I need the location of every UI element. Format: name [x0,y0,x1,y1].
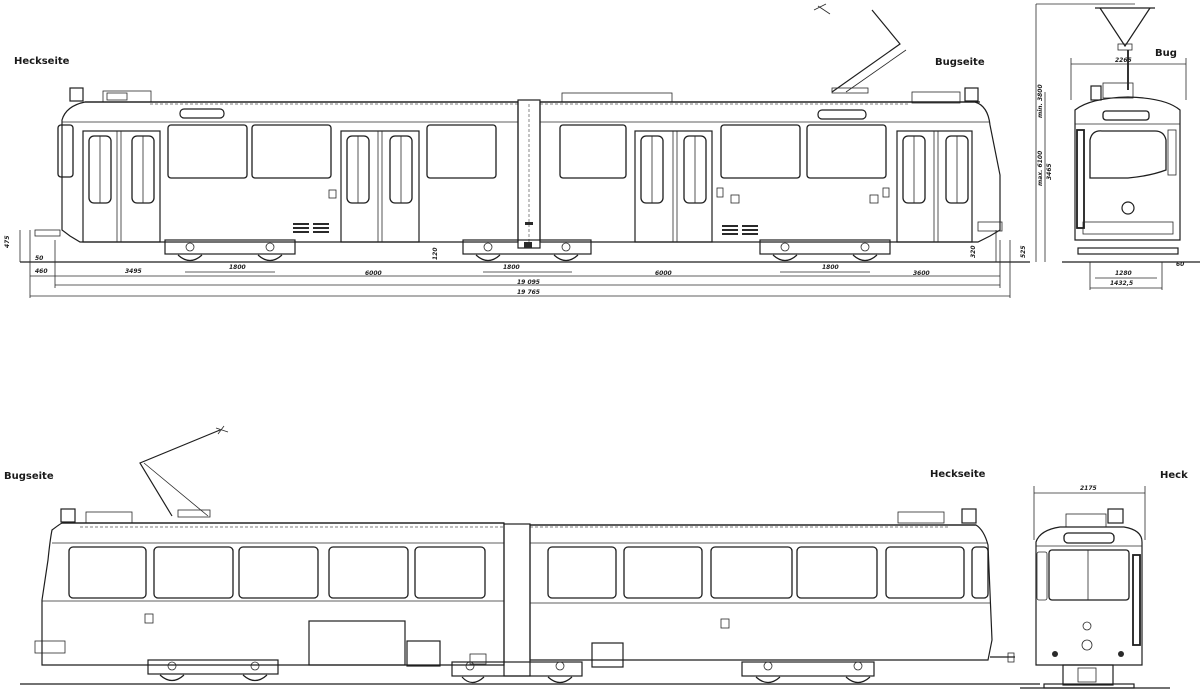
underfloor-equipment-box [308,620,406,666]
ventilation-grille [293,223,329,233]
dim-length-over-body: 19 095 [517,279,540,286]
rear-car-body [529,524,993,661]
window [328,546,409,599]
window [153,546,234,599]
bug-label: Bug [1155,48,1177,59]
rear-end-view [1020,486,1170,689]
heckseite-label-bottom: Heckseite [930,469,986,480]
front-car-body [41,522,505,666]
dim-roof-height: 3465 [1046,163,1053,180]
window [414,546,486,599]
front-car-body [539,101,1001,243]
front-coupler [977,221,1003,232]
bogie-front [147,659,279,682]
roof-equipment-box-front [911,91,961,104]
dim-track-gauge-inner: 1280 [1115,270,1132,277]
roof-headlamp-front [964,87,979,102]
coupler-socket [1081,639,1093,651]
bogie-front [759,239,891,262]
window [251,124,332,179]
dim-right-height-1: 320 [970,245,977,258]
window [885,546,965,599]
bogie-rear [164,239,296,262]
dimension-lines-top [19,230,1011,298]
rear-car-body [61,101,519,243]
dim-end-to-bogie: 3495 [125,268,142,275]
dim-bogie-wheelbase-1: 1800 [229,264,246,271]
pantograph-bottom [139,425,229,518]
top-tram-side-view [19,3,1030,298]
window [559,124,627,179]
bogie-rear [741,661,875,684]
side-mirror [1076,129,1085,229]
articulation-joint [503,523,531,677]
roof-panel [561,92,673,103]
door-pair-2 [340,130,420,243]
heckseite-label-top: Heckseite [14,56,70,67]
dim-rear-width: 2175 [1080,485,1097,492]
window [238,546,319,599]
dim-bogie-wheelbase-2: 1800 [503,264,520,271]
dim-bogie-to-end: 3600 [913,270,930,277]
window [623,546,703,599]
bugseite-label-top: Bugseite [935,57,985,68]
dim-track-gauge: 1432,5 [1110,280,1134,287]
window [796,546,878,599]
window [720,124,801,179]
rear-coupler [34,229,61,237]
bogie-center [451,653,583,684]
destination-sign-rear [179,108,225,119]
dim-bogie-spacing-2: 6000 [655,270,672,277]
bugseite-label-bottom: Bugseite [4,471,54,482]
dim-rail-height: 60 [1176,261,1185,268]
ventilation-grille [722,225,758,235]
window [426,124,497,179]
bogie-center [462,239,592,262]
dim-bogie-spacing-1: 6000 [365,270,382,277]
dim-front-width: 2265 [1115,57,1132,64]
window [547,546,617,599]
dim-center-height: 120 [432,247,439,260]
window [68,546,147,599]
window [710,546,793,599]
roof-headlamp-rear [69,87,84,102]
destination-sign-front [817,109,867,120]
dim-left-small: 50 [35,255,44,262]
coupler-socket [1121,201,1135,215]
door-pair-1 [82,130,161,243]
window [806,124,887,179]
pantograph-top [813,3,907,94]
dim-right-height-2: 525 [1020,245,1027,258]
window [167,124,248,179]
dim-max-height: max. 6100 [1037,150,1044,186]
door-pair-3 [634,130,713,243]
door-pair-4 [896,130,973,243]
front-end-view [1035,3,1200,290]
dim-left-height: 475 [4,235,11,248]
heck-label: Heck [1160,470,1188,481]
dim-min-height: min. 3800 [1037,84,1044,118]
dim-length-over-couplers: 19 765 [517,289,540,296]
bottom-tram-side-view [20,425,1040,685]
dim-overhang-left: 460 [35,268,48,275]
dim-bogie-wheelbase-3: 1800 [822,264,839,271]
